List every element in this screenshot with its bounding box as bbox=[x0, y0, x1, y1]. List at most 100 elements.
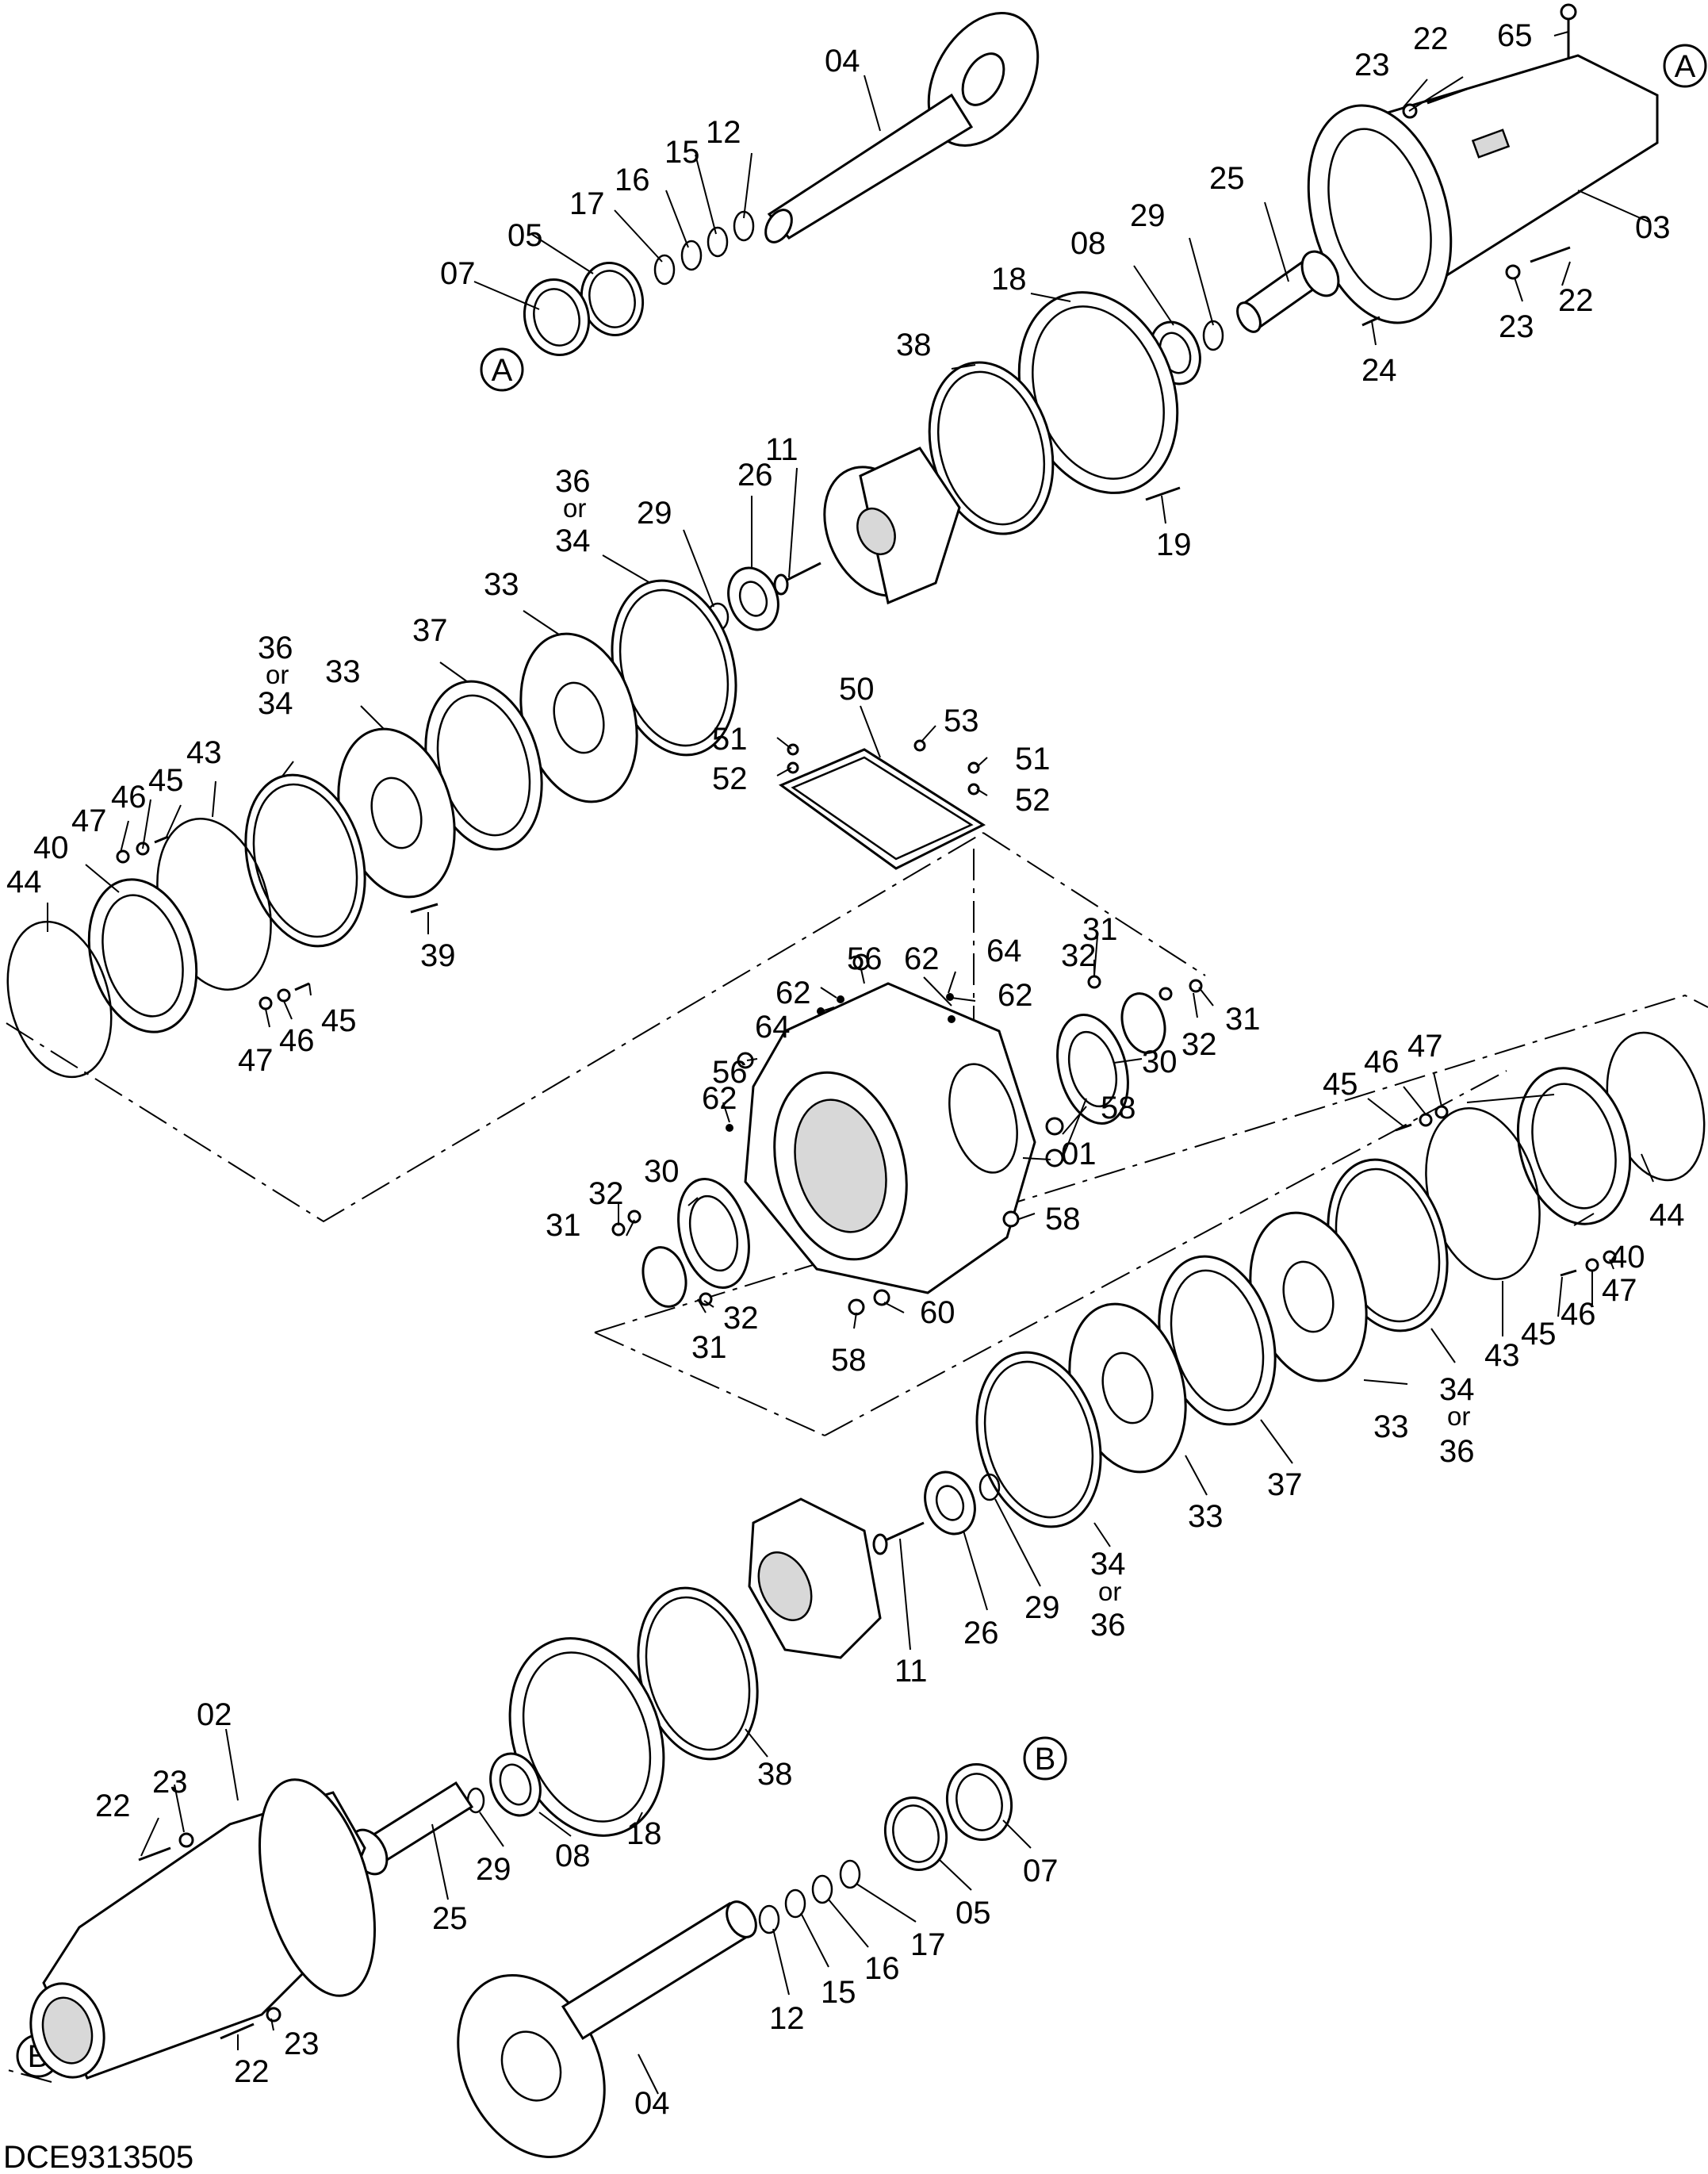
label-46-lower-top: 46 bbox=[1364, 1045, 1400, 1079]
label-38-top: 38 bbox=[896, 328, 932, 362]
label-22-lower-bottom: 22 bbox=[234, 2054, 270, 2089]
marker-a-top-right: A bbox=[1663, 44, 1707, 88]
label-47-top: 47 bbox=[71, 803, 107, 838]
label-46-top: 46 bbox=[111, 780, 147, 815]
label-25-lower: 25 bbox=[432, 1901, 468, 1936]
washers-top bbox=[653, 210, 755, 286]
marker-b-right: B bbox=[1023, 1736, 1067, 1781]
label-19: 19 bbox=[1156, 527, 1192, 562]
label-36-lower-b: 36 bbox=[1090, 1608, 1126, 1643]
label-22-lower-top: 22 bbox=[95, 1789, 131, 1823]
label-16-top: 16 bbox=[615, 163, 650, 197]
label-45-top: 45 bbox=[148, 763, 184, 798]
label-37-lower: 37 bbox=[1267, 1467, 1303, 1502]
label-08-top: 08 bbox=[1070, 226, 1106, 261]
label-15-top: 15 bbox=[664, 135, 700, 170]
label-32-left-bottom: 32 bbox=[723, 1301, 759, 1336]
label-52-right: 52 bbox=[1015, 783, 1051, 818]
label-15-lower: 15 bbox=[821, 1975, 856, 2010]
disc-34-36-lower-b bbox=[975, 1351, 1102, 1528]
label-07-top: 07 bbox=[440, 256, 476, 291]
label-60: 60 bbox=[920, 1295, 955, 1330]
label-47-top-b: 47 bbox=[238, 1043, 274, 1078]
label-33-lower-b: 33 bbox=[1188, 1499, 1224, 1534]
label-05-top: 05 bbox=[507, 218, 543, 253]
bolts-50 bbox=[787, 739, 980, 796]
label-02: 02 bbox=[197, 1697, 232, 1732]
label-39: 39 bbox=[420, 938, 456, 973]
label-or-top-b: or bbox=[266, 660, 289, 689]
svg-text:A: A bbox=[1675, 49, 1696, 84]
snap-ring-29-lower bbox=[978, 1473, 1001, 1501]
label-38-lower: 38 bbox=[757, 1757, 793, 1792]
adjusters-lower bbox=[1395, 1105, 1617, 1277]
label-30-left: 30 bbox=[644, 1154, 680, 1189]
bearing-top bbox=[523, 278, 591, 357]
label-34-lower-a: 34 bbox=[1439, 1372, 1475, 1407]
label-43-lower: 43 bbox=[1484, 1338, 1520, 1373]
label-23-lower-top: 23 bbox=[152, 1765, 188, 1800]
label-43-top: 43 bbox=[186, 735, 222, 770]
label-34-top-a: 34 bbox=[555, 523, 591, 558]
label-34-top-b: 34 bbox=[258, 686, 293, 721]
label-64-right: 64 bbox=[986, 934, 1022, 968]
label-26-top: 26 bbox=[737, 458, 773, 493]
sun-gear-top bbox=[727, 566, 779, 631]
axle-shaft-lower bbox=[457, 1900, 757, 2159]
marker-a-top-left: A bbox=[480, 347, 524, 392]
label-17-top: 17 bbox=[569, 186, 605, 221]
label-64-left: 64 bbox=[755, 1010, 791, 1045]
label-33-top-a: 33 bbox=[484, 567, 519, 602]
label-45-lower: 45 bbox=[1521, 1317, 1557, 1352]
pin-11-top bbox=[773, 562, 821, 596]
label-11-lower: 11 bbox=[894, 1654, 928, 1689]
label-04-lower: 04 bbox=[634, 2086, 670, 2121]
label-51-right: 51 bbox=[1015, 742, 1051, 776]
label-30-right: 30 bbox=[1142, 1045, 1178, 1079]
label-29-lower: 29 bbox=[1024, 1590, 1060, 1625]
pin-11-lower bbox=[872, 1521, 925, 1555]
leader-lines bbox=[47, 31, 1654, 2095]
label-29-top: 29 bbox=[637, 496, 672, 531]
label-12-top: 12 bbox=[706, 115, 741, 150]
label-31-left: 31 bbox=[546, 1208, 581, 1243]
piston-40-lower bbox=[1516, 1067, 1632, 1225]
bearing-carrier-30-right bbox=[1056, 1014, 1129, 1125]
label-45-lower-top: 45 bbox=[1323, 1067, 1358, 1102]
label-44-lower: 44 bbox=[1649, 1198, 1685, 1233]
svg-text:B: B bbox=[1035, 1742, 1056, 1777]
label-or-lower-a: or bbox=[1447, 1401, 1470, 1431]
label-12-lower: 12 bbox=[769, 2001, 805, 2036]
axle-shaft-top bbox=[764, 11, 1040, 243]
plugs-58 bbox=[848, 1117, 1064, 1316]
label-40-top: 40 bbox=[33, 830, 69, 865]
label-47-lower-top: 47 bbox=[1407, 1029, 1443, 1064]
label-31-right: 31 bbox=[1225, 1002, 1261, 1037]
label-36-lower-a: 36 bbox=[1439, 1434, 1475, 1469]
label-36-top-a: 36 bbox=[555, 464, 591, 499]
label-51-left: 51 bbox=[712, 722, 748, 757]
label-56-left: 56 bbox=[712, 1055, 748, 1090]
planet-carrier-lower bbox=[748, 1497, 882, 1659]
label-18-top: 18 bbox=[991, 262, 1027, 297]
label-11-top: 11 bbox=[765, 432, 798, 467]
label-44-top: 44 bbox=[6, 865, 42, 899]
bolts-lower-left bbox=[138, 1832, 281, 2040]
pin-19 bbox=[1145, 486, 1181, 501]
bearing-08-lower bbox=[489, 1752, 542, 1817]
fittings-small bbox=[611, 953, 1203, 1306]
breather-plug bbox=[1560, 3, 1577, 59]
label-46-lower: 46 bbox=[1561, 1297, 1596, 1332]
label-46-top-b: 46 bbox=[279, 1023, 315, 1058]
label-58-right-b: 58 bbox=[1045, 1202, 1081, 1237]
label-23-lower-bottom: 23 bbox=[284, 2026, 320, 2061]
label-47-lower: 47 bbox=[1602, 1273, 1637, 1308]
label-56-top: 56 bbox=[847, 941, 883, 976]
label-31-top-right: 31 bbox=[1082, 912, 1118, 947]
label-45-top-b: 45 bbox=[321, 1003, 357, 1038]
label-58-bottom: 58 bbox=[831, 1343, 867, 1378]
label-33-top-b: 33 bbox=[325, 654, 361, 689]
axle-housing-right bbox=[1307, 54, 1659, 324]
label-01: 01 bbox=[1061, 1137, 1097, 1171]
